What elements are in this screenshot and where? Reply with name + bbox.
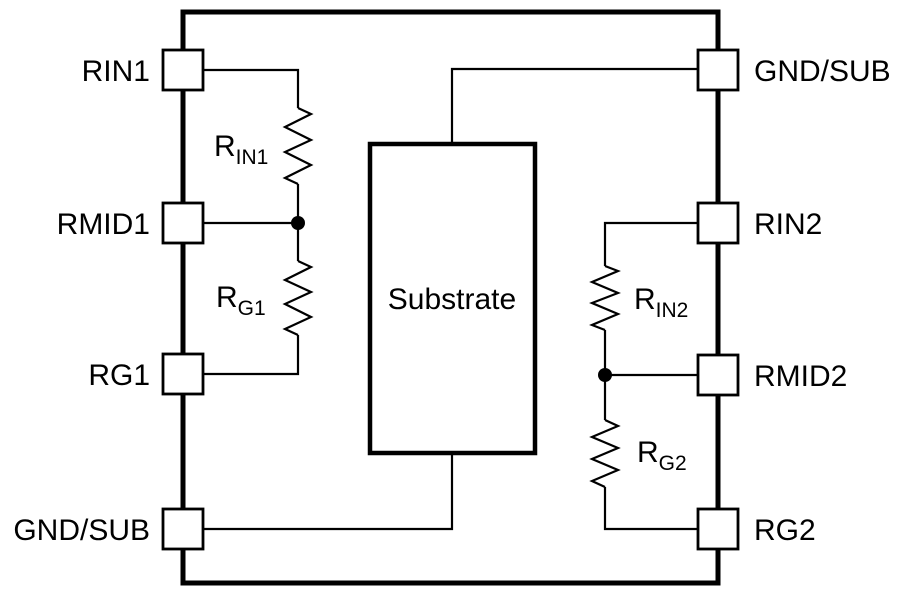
pin-rg1 (161, 352, 205, 396)
pin-label-rg1: RG1 (88, 359, 150, 392)
resistor-rin2-symbol (589, 264, 621, 332)
pin-gndsub-right (696, 48, 740, 92)
resistor-label-rg1: RG1 (216, 281, 266, 320)
wire-rg2-resistor-to-rg2-pin (603, 487, 698, 531)
resistor-rin1-symbol (282, 107, 314, 185)
resistor-label-rg2: RG2 (637, 436, 687, 475)
wire-rin2-to-resistor (603, 221, 698, 266)
pin-rmid2 (696, 353, 740, 397)
pin-label-rg2: RG2 (754, 514, 816, 547)
pin-label-rin1: RIN1 (82, 55, 150, 88)
pin-label-gndsub-left: GND/SUB (13, 514, 150, 547)
substrate-block (367, 141, 538, 456)
resistor-rg1-symbol (282, 260, 314, 336)
resistor-rg2-symbol (589, 419, 621, 488)
wire-substrate-top-to-gndsub (450, 67, 698, 144)
pin-label-rmid2: RMID2 (754, 360, 847, 393)
pin-rmid1 (161, 201, 205, 245)
wire-gndsub-bottom-to-substrate (203, 453, 454, 531)
chip-outline (180, 9, 721, 586)
junction-dot-left (291, 216, 305, 230)
pin-gndsub-left (161, 507, 205, 551)
pin-label-gndsub-right: GND/SUB (754, 55, 891, 88)
wire-rin1-to-resistor (203, 68, 300, 108)
wire-rg1-resistor-to-rg1-pin (203, 335, 300, 376)
pin-label-rmid1: RMID1 (57, 208, 150, 241)
pin-rin2 (696, 201, 740, 245)
resistor-label-rin2: RIN2 (634, 283, 688, 322)
resistor-label-rin1: RIN1 (214, 130, 268, 169)
pin-rin1 (161, 48, 205, 92)
pin-rg2 (696, 507, 740, 551)
pin-label-rin2: RIN2 (754, 208, 822, 241)
junction-dot-right (598, 368, 612, 382)
substrate-label: Substrate (388, 283, 516, 316)
